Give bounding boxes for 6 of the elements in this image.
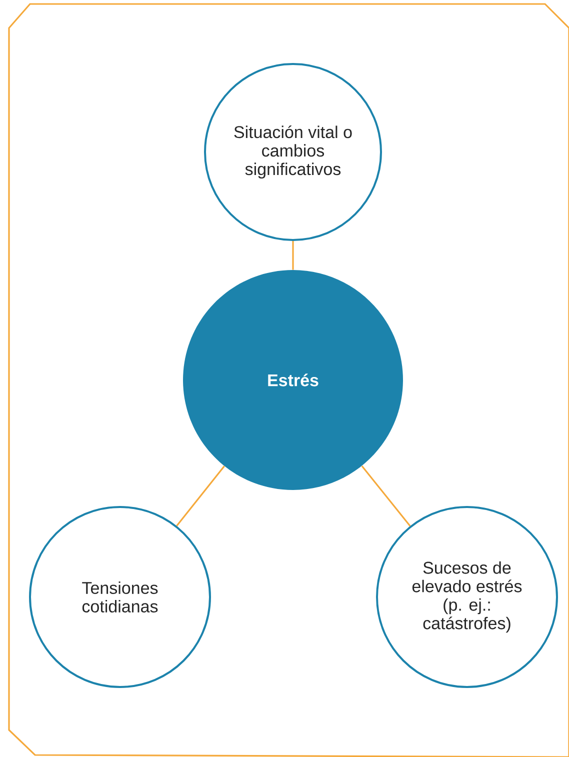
circle-node: Sucesos de elevado estrés (p. ej.: catástrofes) [376, 506, 558, 688]
circle-node: Tensiones cotidianas [29, 506, 211, 688]
connector-line [292, 241, 294, 270]
connector-line [176, 466, 225, 526]
circle-node: Situación vital o cambios significativos [204, 63, 382, 241]
connector-line [361, 465, 411, 526]
